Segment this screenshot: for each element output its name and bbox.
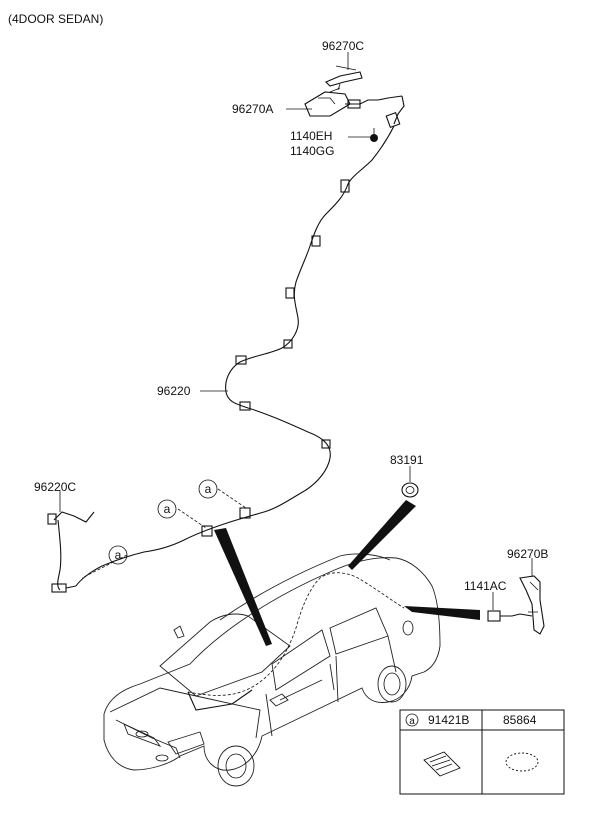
antenna-connector xyxy=(347,99,361,109)
legend-marker-circle xyxy=(405,713,419,727)
bolt-1140EH xyxy=(370,134,378,142)
car-rear-window xyxy=(329,607,389,655)
harness-top-branch xyxy=(53,511,95,523)
antenna-96270B xyxy=(519,575,545,635)
tape-icon-detail xyxy=(429,755,453,771)
harness-96220C xyxy=(47,511,95,593)
car-front-wheel xyxy=(217,745,255,787)
in-car-cable-front xyxy=(187,689,253,711)
callout-marker-text: a xyxy=(205,482,212,496)
vehicle-variant-label: (4DOOR SEDAN) xyxy=(8,12,103,26)
callout-marker-text: a xyxy=(164,502,171,516)
callout-pointer-3 xyxy=(81,554,128,579)
cable-clip-6 xyxy=(235,355,247,365)
callout-marker-1: a xyxy=(198,479,218,499)
leader-lines xyxy=(59,52,533,579)
legend-col2-part: 85864 xyxy=(503,713,537,727)
roof-antenna-assembly xyxy=(304,65,405,142)
label-96270A: 96270A xyxy=(232,102,273,116)
cable-clip-5 xyxy=(283,339,293,349)
antenna-clip-detail xyxy=(335,65,357,91)
harness-clip-a xyxy=(47,513,57,525)
pointer-wedge-pad xyxy=(348,500,416,570)
car-antenna-base xyxy=(173,625,185,639)
cable-clip-3 xyxy=(311,235,321,247)
legend-table: a 91421B 85864 xyxy=(399,709,565,795)
in-car-cable-routing xyxy=(187,572,405,696)
cable-clip-2 xyxy=(340,179,350,193)
label-83191: 83191 xyxy=(390,453,424,467)
sedan-illustration xyxy=(103,553,441,787)
car-grille xyxy=(123,723,162,747)
antenna-body-96270A xyxy=(304,91,351,117)
antenna-96270B-detail xyxy=(528,581,539,613)
label-1140EH: 1140EH xyxy=(290,129,332,143)
car-headlight xyxy=(167,731,205,755)
bolt-1141AC-shank xyxy=(500,613,533,617)
cable-clip-8 xyxy=(321,439,331,449)
callout-marker-2: a xyxy=(157,499,177,519)
bolt-1141AC xyxy=(487,610,501,622)
label-1140GG: 1140GG xyxy=(290,144,334,158)
pad-83191 xyxy=(401,482,419,498)
label-96220: 96220 xyxy=(157,384,191,398)
car-rear-wheel-hub xyxy=(383,672,401,696)
label-1141AC: 1141AC xyxy=(464,579,507,593)
cable-clip-4 xyxy=(285,287,295,299)
cable-clip-9 xyxy=(239,507,251,519)
car-body-outline xyxy=(103,557,441,771)
car-front-window xyxy=(271,629,331,691)
pad-icon xyxy=(505,752,539,772)
car-door-lines xyxy=(265,635,397,737)
tape-icon xyxy=(423,751,461,777)
antenna-clip-96270C xyxy=(325,71,363,87)
cable-clip-10 xyxy=(201,525,213,537)
car-fuel-door xyxy=(402,620,414,636)
car-windshield xyxy=(159,613,291,697)
callout-marker-3: a xyxy=(108,545,128,565)
car-rear-wheel xyxy=(377,665,407,703)
label-96270C: 96270C xyxy=(322,39,364,53)
car-emblem xyxy=(135,730,149,738)
legend-col1-part: 91421B xyxy=(428,713,469,727)
pointer-wedge-harness xyxy=(214,528,272,646)
cable-clip-1 xyxy=(385,111,401,129)
pad-83191-ring xyxy=(401,482,419,498)
callout-pointer-1 xyxy=(217,488,247,509)
pointer-wedge-rear-antenna xyxy=(404,606,480,620)
car-side-mirror xyxy=(269,693,289,707)
feeder-cable-path xyxy=(75,125,395,587)
harness-down-branch xyxy=(57,519,62,591)
pad-83191-inner xyxy=(405,486,415,494)
car-fog-light xyxy=(155,754,169,762)
label-96220C: 96220C xyxy=(34,480,76,494)
label-96270B: 96270B xyxy=(507,547,548,561)
legend-marker: a xyxy=(409,716,415,727)
callout-pointer-2 xyxy=(177,508,207,529)
callout-marker-text: a xyxy=(115,548,122,562)
car-door-detail xyxy=(279,663,335,701)
car-hood xyxy=(109,687,261,739)
cable-clip-7 xyxy=(239,401,251,411)
car-bumper-line xyxy=(115,719,181,759)
antenna-96270B-assembly xyxy=(487,575,545,635)
antenna-body-detail xyxy=(318,87,341,105)
harness-join xyxy=(65,585,77,589)
antenna-cable-bend xyxy=(393,95,405,125)
car-front-wheel-hub xyxy=(225,753,247,779)
antenna-cable-upper xyxy=(345,95,403,105)
feeder-cable-96220 xyxy=(75,125,395,587)
